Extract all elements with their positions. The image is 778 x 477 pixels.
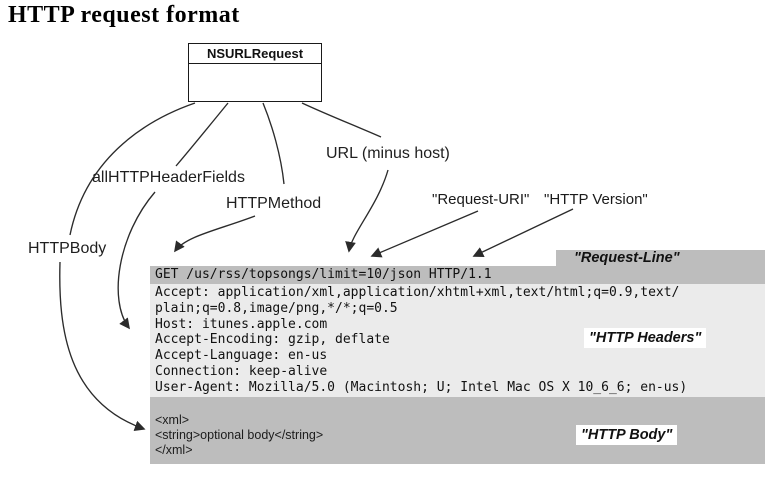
label-allhttpheaderfields: allHTTPHeaderFields — [92, 169, 245, 186]
header-line: Accept: application/xml,application/xhtm… — [155, 285, 680, 300]
nsurlrequest-class-box: NSURLRequest — [188, 43, 322, 102]
label-httpbody: HTTPBody — [28, 240, 107, 257]
header-line: Host: itunes.apple.com — [155, 316, 328, 332]
body-line: <xml> — [155, 413, 190, 427]
arrow-request-uri-label-to-line — [370, 210, 479, 258]
header-line: Accept-Encoding: gzip, deflate — [155, 332, 390, 348]
line-box-to-url-label — [301, 102, 382, 138]
body-line: </xml> — [155, 443, 193, 457]
request-line-text: GET /us/rss/topsongs/limit=10/json HTTP/… — [155, 267, 492, 282]
label-url-minus-host: URL (minus host) — [326, 145, 450, 162]
label-httpmethod: HTTPMethod — [226, 195, 322, 212]
line-box-to-allhttpheaderfields-label — [175, 102, 229, 167]
label-http-version: "HTTP Version" — [544, 191, 648, 208]
class-box-body — [189, 64, 321, 102]
line-box-to-httpmethod-label — [262, 102, 285, 185]
header-line: User-Agent: Mozilla/5.0 (Macintosh; U; I… — [155, 379, 688, 395]
page-title: HTTP request format — [8, 2, 240, 28]
label-request-uri: "Request-URI" — [432, 191, 530, 208]
arrow-httpbody-to-body-section — [59, 261, 146, 432]
request-line-band: GET /us/rss/topsongs/limit=10/json HTTP/… — [150, 266, 765, 284]
body-line: <string>optional body</string> — [155, 428, 324, 442]
class-box-title: NSURLRequest — [189, 44, 321, 64]
label-http-headers: "HTTP Headers" — [584, 328, 707, 348]
label-request-line: "Request-Line" — [556, 250, 765, 266]
arrow-http-version-label-to-line — [472, 208, 574, 257]
arrow-url-to-request-uri-part — [345, 169, 389, 253]
header-line: Accept-Language: en-us — [155, 348, 328, 364]
arrow-httpmethod-to-request-line — [174, 215, 256, 253]
label-http-body: "HTTP Body" — [576, 425, 678, 445]
header-line: plain;q=0.8,image/png,*/*;q=0.5 — [155, 300, 398, 316]
header-line: Connection: keep-alive — [155, 363, 328, 379]
